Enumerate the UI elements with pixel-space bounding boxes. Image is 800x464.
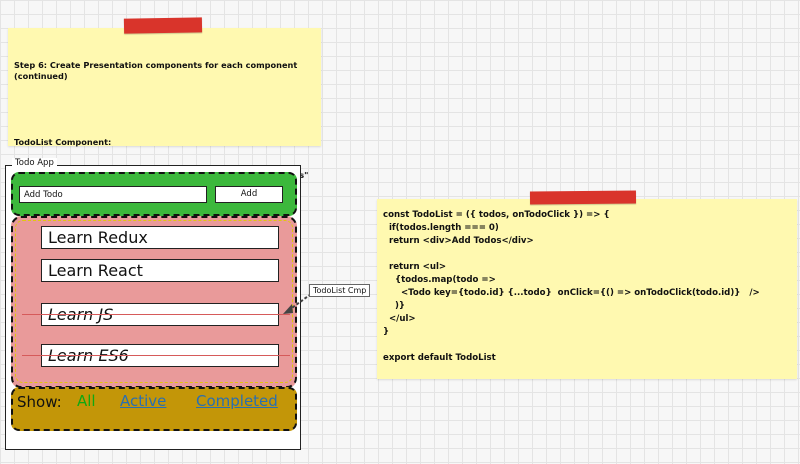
connector-label: TodoList Cmp bbox=[309, 284, 371, 297]
sticky-note-description: Step 6: Create Presentation components f… bbox=[8, 28, 321, 224]
filter-active-link[interactable]: Active bbox=[120, 392, 167, 410]
todo-item[interactable]: Learn Redux bbox=[41, 226, 279, 249]
note-subheading: TodoList Component: bbox=[14, 137, 112, 147]
strikethrough-line bbox=[22, 355, 290, 356]
filter-container bbox=[11, 387, 297, 431]
app-title: Todo App bbox=[12, 158, 57, 168]
tape-strip bbox=[529, 190, 637, 205]
filter-completed-link[interactable]: Completed bbox=[196, 392, 278, 410]
tape-strip bbox=[123, 17, 203, 34]
connector-arrow bbox=[283, 293, 312, 314]
filter-label: Show: bbox=[17, 393, 62, 411]
strikethrough-line bbox=[22, 314, 290, 315]
todo-item[interactable]: Learn React bbox=[41, 259, 279, 282]
sticky-note-code: const TodoList = ({ todos, onTodoClick }… bbox=[377, 199, 797, 379]
add-todo-input[interactable]: Add Todo bbox=[19, 186, 207, 203]
add-button[interactable]: Add bbox=[215, 186, 283, 203]
code-snippet: const TodoList = ({ todos, onTodoClick }… bbox=[383, 210, 760, 363]
filter-all-link[interactable]: All bbox=[77, 392, 96, 410]
note-heading: Step 6: Create Presentation components f… bbox=[14, 60, 301, 81]
